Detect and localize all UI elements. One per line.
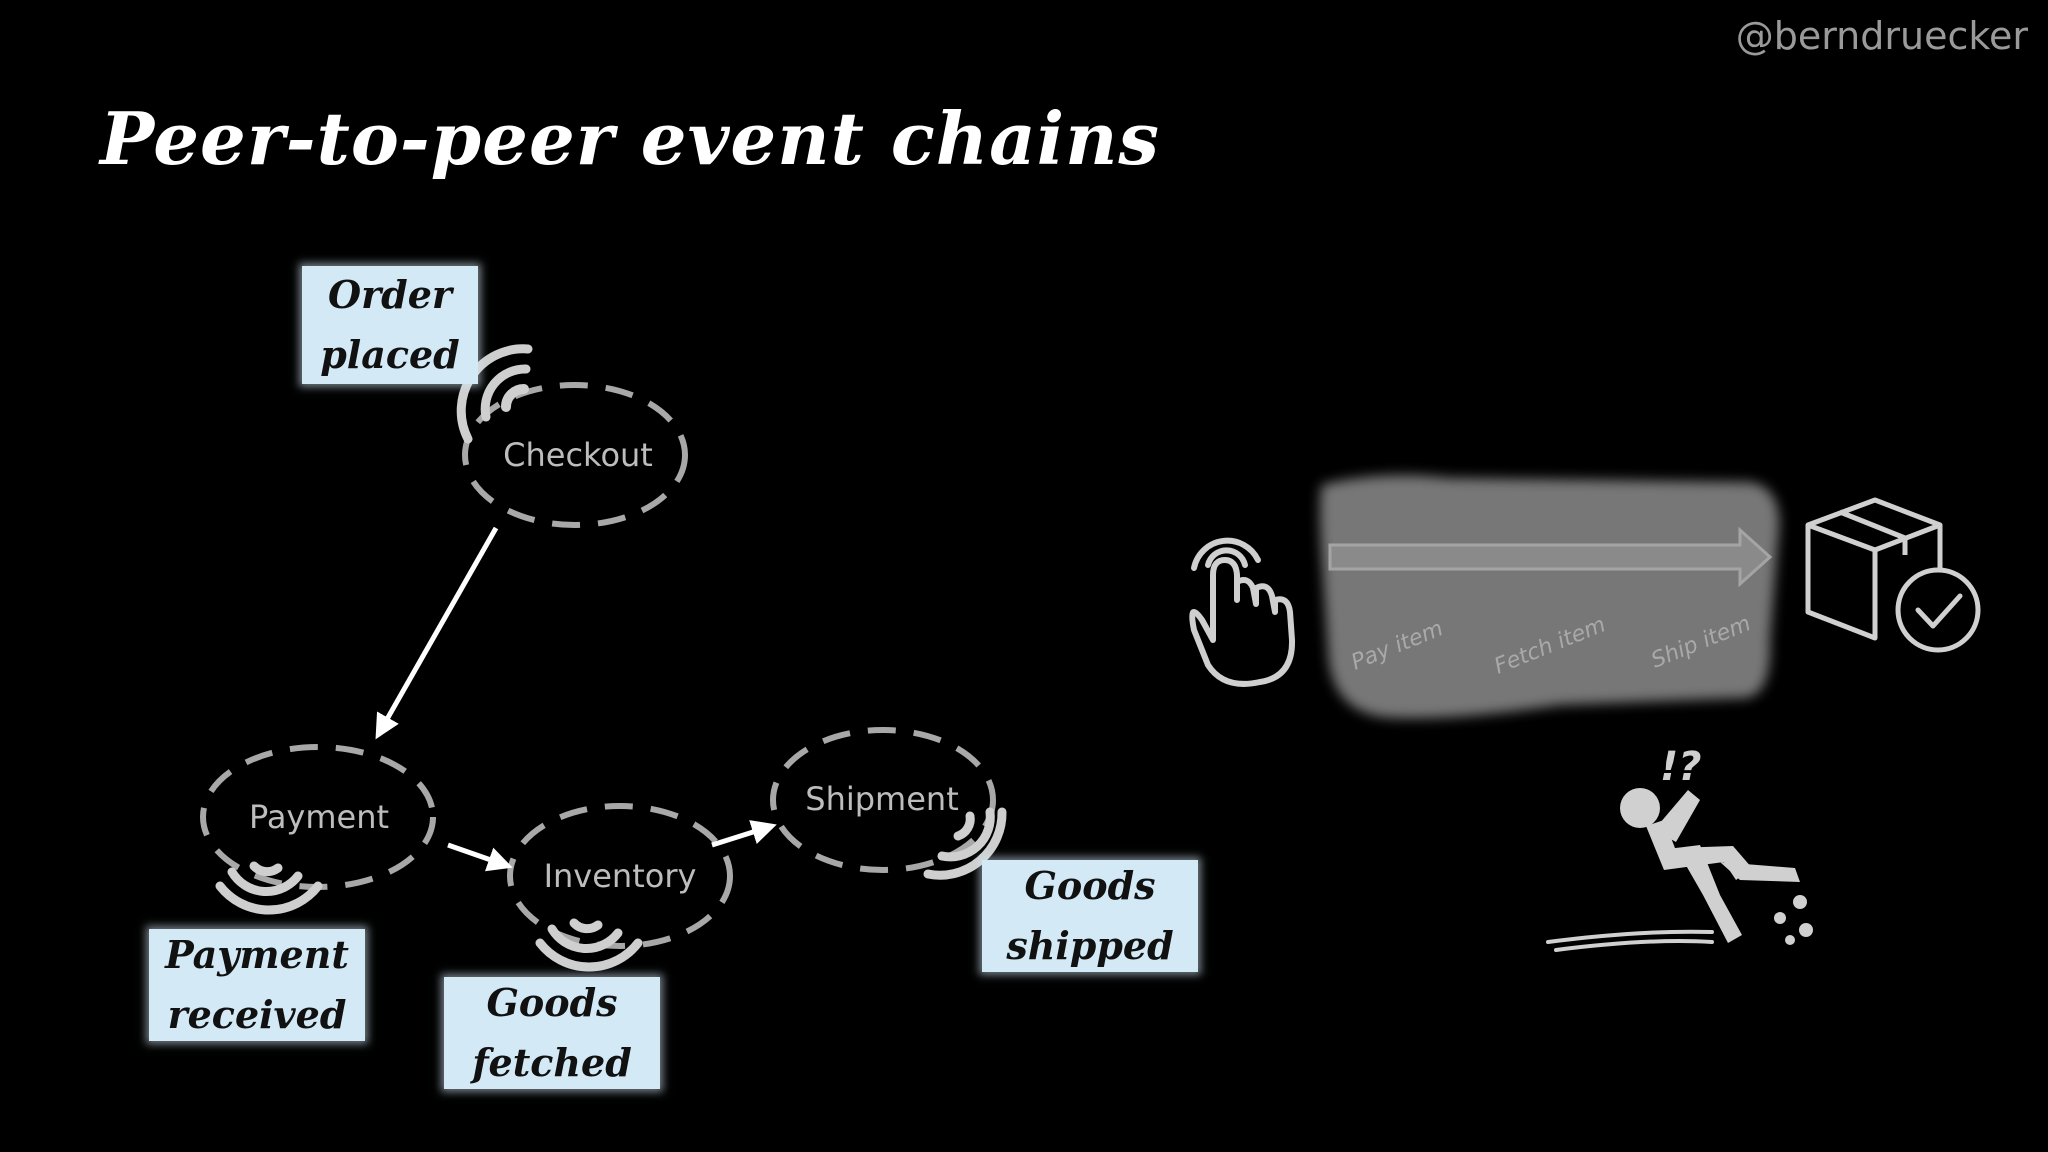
inventory-service-outline: [507, 803, 733, 949]
event-note-line: Payment: [165, 932, 349, 977]
event-note-line: shipped: [1006, 923, 1174, 968]
checkout-service-outline: [462, 382, 688, 528]
service-label-checkout: Checkout: [503, 436, 653, 474]
touch-hand-icon: [1189, 537, 1296, 687]
shipment-service-outline: [770, 727, 996, 873]
service-label-shipment: Shipment: [805, 780, 959, 818]
broadcast-icon: [535, 918, 643, 972]
slip-water-lines: [1546, 929, 1714, 952]
service-label-payment: Payment: [248, 798, 390, 836]
arrow-checkout-to-payment: [375, 526, 499, 740]
event-note-goods-fetched: Goods fetched: [444, 977, 660, 1089]
process-flow-arrow: [1328, 526, 1773, 588]
event-note-order-placed: Order placed: [302, 266, 478, 384]
event-note-line: Goods: [1024, 863, 1156, 908]
svg-text:!?: !?: [1660, 744, 1701, 790]
event-note-line: Goods: [486, 980, 618, 1025]
author-handle: @berndruecker: [1735, 14, 2028, 58]
event-note-line: fetched: [472, 1040, 632, 1085]
process-blob: [1320, 475, 1780, 719]
broadcast-icon: [923, 807, 1007, 880]
event-note-goods-shipped: Goods shipped: [982, 860, 1198, 972]
arrow-payment-to-inventory: [447, 842, 513, 872]
event-note-line: placed: [320, 332, 460, 377]
event-note-line: received: [167, 992, 347, 1037]
event-note-payment-received: Payment received: [149, 929, 365, 1041]
event-note-line: Order: [328, 272, 452, 317]
package-check-icon: [1805, 497, 1981, 653]
slide-title: Peer-to-peer event chains: [100, 96, 1160, 181]
broadcast-icon: [215, 861, 323, 915]
service-label-inventory: Inventory: [543, 857, 697, 895]
arrow-inventory-to-shipment: [711, 820, 777, 848]
slipping-person-icon: !?: [1620, 744, 1813, 945]
